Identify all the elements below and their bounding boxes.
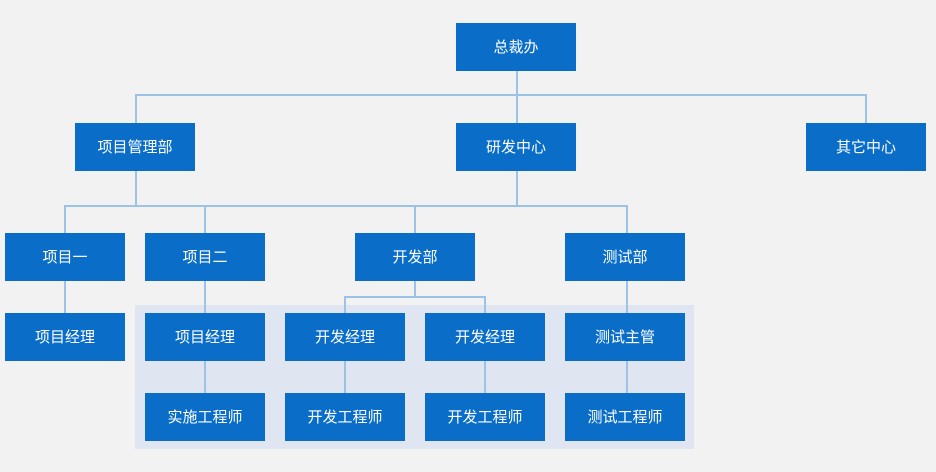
node-project-management-dept: 项目管理部 bbox=[75, 123, 195, 171]
connector-to-project-management bbox=[135, 94, 137, 123]
connector-development-manager-2-to-engineer bbox=[484, 361, 486, 393]
connector-to-testing-dept bbox=[626, 205, 628, 233]
node-project-one: 项目一 bbox=[5, 233, 125, 281]
connector-to-project-one bbox=[64, 205, 66, 233]
connector-project-management-down bbox=[135, 171, 137, 206]
connector-to-other-center bbox=[865, 94, 867, 123]
connector-development-dept-down bbox=[414, 281, 416, 297]
connector-development-branch bbox=[344, 296, 486, 298]
connector-project-two-to-manager bbox=[204, 281, 206, 313]
connector-development-manager-1-to-engineer bbox=[344, 361, 346, 393]
node-other-center: 其它中心 bbox=[806, 123, 926, 171]
connector-to-development-dept bbox=[414, 205, 416, 233]
node-development-manager-2: 开发经理 bbox=[425, 313, 545, 361]
node-testing-engineer: 测试工程师 bbox=[565, 393, 685, 441]
node-testing-supervisor: 测试主管 bbox=[565, 313, 685, 361]
connector-to-development-manager-2 bbox=[484, 296, 486, 313]
connector-project-one-to-manager bbox=[64, 281, 66, 313]
node-development-manager-1: 开发经理 bbox=[285, 313, 405, 361]
node-development-engineer-2: 开发工程师 bbox=[425, 393, 545, 441]
connector-middle-branch bbox=[64, 205, 626, 207]
node-development-dept: 开发部 bbox=[355, 233, 475, 281]
connector-testing-dept-to-supervisor bbox=[626, 281, 628, 313]
connector-to-rd-center bbox=[516, 94, 518, 123]
node-testing-dept: 测试部 bbox=[565, 233, 685, 281]
node-development-engineer-1: 开发工程师 bbox=[285, 393, 405, 441]
connector-top-branch bbox=[135, 94, 867, 96]
node-rd-center: 研发中心 bbox=[456, 123, 576, 171]
connector-rd-center-down bbox=[516, 171, 518, 206]
connector-ceo-down bbox=[516, 71, 518, 96]
node-ceo-office: 总裁办 bbox=[456, 23, 576, 71]
connector-to-project-two bbox=[204, 205, 206, 233]
node-project-two: 项目二 bbox=[145, 233, 265, 281]
connector-testing-supervisor-to-engineer bbox=[626, 361, 628, 393]
connector-project-manager-to-implementation-engineer bbox=[204, 361, 206, 393]
node-implementation-engineer: 实施工程师 bbox=[145, 393, 265, 441]
node-project-one-manager: 项目经理 bbox=[5, 313, 125, 361]
connector-to-development-manager-1 bbox=[344, 296, 346, 313]
node-project-two-manager: 项目经理 bbox=[145, 313, 265, 361]
